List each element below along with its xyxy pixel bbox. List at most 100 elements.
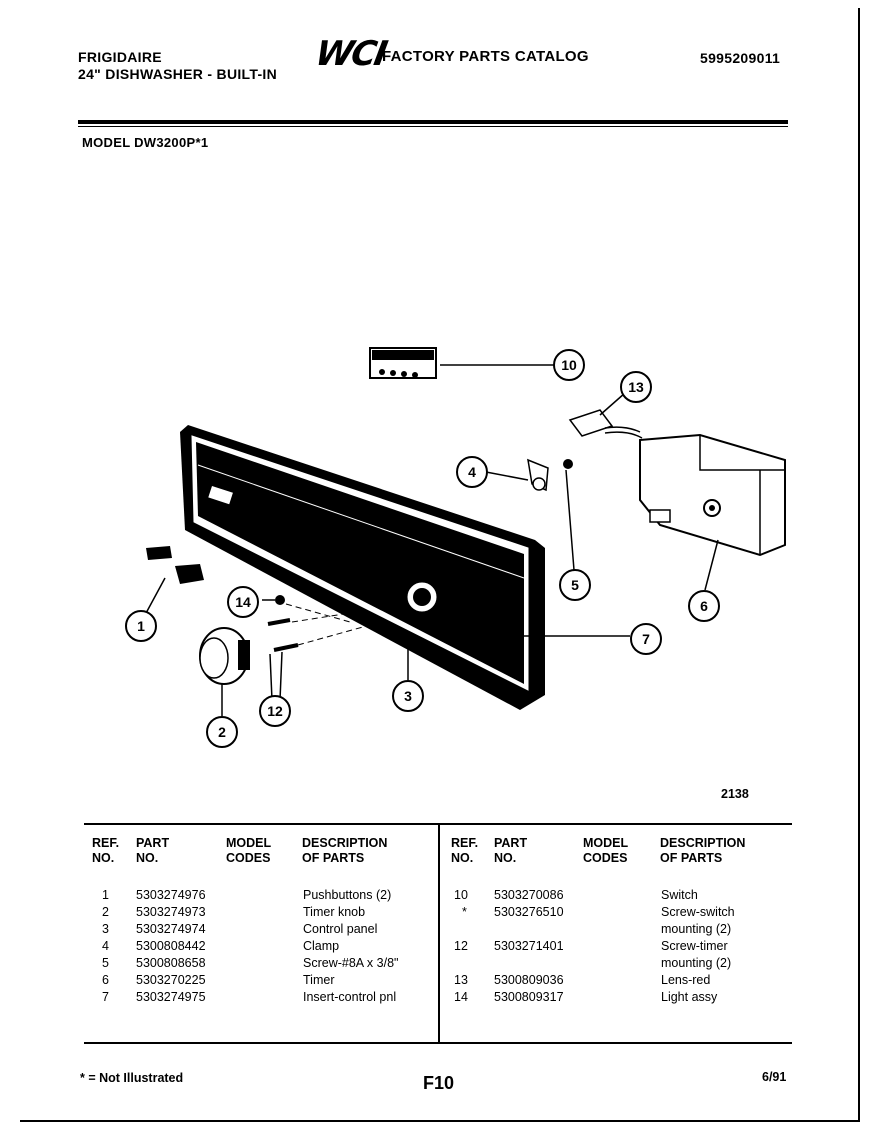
- part-no: 5303274975: [136, 990, 206, 1004]
- figure-number: 2138: [721, 787, 749, 801]
- col-header-ref-left: REF. NO.: [92, 836, 120, 865]
- screw-timer-part: [267, 609, 371, 701]
- col-header-ref-right: REF. NO.: [451, 836, 479, 865]
- callout-12: 12: [259, 695, 291, 727]
- ref-no: 1: [102, 888, 109, 902]
- right-table-rows: 10 5303270086 Switch * 5303276510 Screw-…: [440, 887, 790, 1006]
- part-no: 5303270086: [494, 888, 564, 902]
- description: Screw-timer: [661, 939, 728, 953]
- callout-4: 4: [456, 456, 488, 488]
- catalog-title: FACTORY PARTS CATALOG: [382, 48, 589, 65]
- pushbuttons-part: [144, 546, 204, 616]
- lens-part: [262, 595, 351, 623]
- header-rule-thin: [78, 126, 788, 127]
- table-row: 3 5303274974 Control panel: [84, 921, 434, 938]
- timer-knob-part: [199, 627, 250, 716]
- description: Lens-red: [661, 973, 711, 987]
- ref-no: 7: [102, 990, 109, 1004]
- part-no: 5303270225: [136, 973, 206, 987]
- revision-date: 6/91: [762, 1070, 787, 1084]
- part-no: 5300809317: [494, 990, 564, 1004]
- light-assembly-part: [568, 392, 643, 439]
- product-name: 24" DISHWASHER - BUILT-IN: [78, 66, 278, 82]
- description: Screw-#8A x 3/8": [303, 956, 399, 970]
- part-no: 5303274976: [136, 888, 206, 902]
- callout-5: 5: [559, 569, 591, 601]
- description: Control panel: [303, 922, 378, 936]
- switch-part: [369, 347, 554, 379]
- table-divider: [438, 825, 440, 1043]
- part-no: 5303271401: [494, 939, 564, 953]
- table-top-rule: [84, 823, 792, 825]
- description: mounting (2): [661, 922, 732, 936]
- timer-part: [639, 433, 786, 591]
- callout-6: 6: [688, 590, 720, 622]
- table-row: 10 5303270086 Switch: [440, 887, 790, 904]
- left-table-rows: 1 5303274976 Pushbuttons (2) 2 530327497…: [84, 887, 434, 1006]
- wci-logo: WCI: [312, 34, 389, 74]
- header-rule: [78, 120, 788, 124]
- callout-1: 1: [125, 610, 157, 642]
- brand-name: FRIGIDAIRE: [78, 49, 162, 65]
- col-header-part-left: PART NO.: [136, 836, 170, 865]
- description: Light assy: [661, 990, 718, 1004]
- col-header-codes-right: MODEL CODES: [583, 836, 629, 865]
- ref-no: 5: [102, 956, 109, 970]
- description: mounting (2): [661, 956, 732, 970]
- description: Timer knob: [303, 905, 366, 919]
- description: Insert-control pnl: [303, 990, 397, 1004]
- table-row: 6 5303270225 Timer: [84, 972, 434, 989]
- part-no: 5303274973: [136, 905, 206, 919]
- callout-10: 10: [553, 349, 585, 381]
- callout-7: 7: [630, 623, 662, 655]
- page-border-right: [858, 8, 860, 1122]
- part-no: 5300808658: [136, 956, 206, 970]
- description: Switch: [661, 888, 698, 902]
- page-number: F10: [423, 1073, 455, 1093]
- table-row: 13 5300809036 Lens-red: [440, 972, 790, 989]
- screw-part: [563, 459, 575, 571]
- table-bottom-rule: [84, 1042, 792, 1044]
- ref-no: 12: [454, 939, 468, 953]
- table-row: 14 5300809317 Light assy: [440, 989, 790, 1006]
- ref-no: *: [462, 905, 467, 919]
- callout-13: 14: [227, 586, 259, 618]
- callout-14: 13: [620, 371, 652, 403]
- exploded-parts-diagram: [144, 347, 786, 716]
- table-row: 1 5303274976 Pushbuttons (2): [84, 887, 434, 904]
- ref-no: 4: [102, 939, 109, 953]
- part-no: 5300809036: [494, 973, 564, 987]
- table-row: mounting (2): [440, 921, 790, 938]
- model-label: MODEL DW3200P*1: [82, 135, 209, 150]
- table-row: mounting (2): [440, 955, 790, 972]
- part-no: 5303276510: [494, 905, 564, 919]
- table-row: 2 5303274973 Timer knob: [84, 904, 434, 921]
- table-row: 4 5300808442 Clamp: [84, 938, 434, 955]
- col-header-desc-left: DESCRIPTION OF PARTS: [302, 836, 388, 865]
- col-header-codes-left: MODEL CODES: [226, 836, 272, 865]
- ref-no: 14: [454, 990, 468, 1004]
- description: Screw-switch: [661, 905, 735, 919]
- description: Clamp: [303, 939, 340, 953]
- control-panel-part: [180, 425, 630, 710]
- callout-3: 3: [392, 680, 424, 712]
- not-illustrated-note: * = Not Illustrated: [80, 1071, 184, 1085]
- ref-no: 6: [102, 973, 109, 987]
- col-header-part-right: PART NO.: [494, 836, 528, 865]
- ref-no: 13: [454, 973, 468, 987]
- description: Timer: [303, 973, 335, 987]
- clamp-part: [485, 458, 549, 492]
- table-row: 12 5303271401 Screw-timer: [440, 938, 790, 955]
- part-no: 5300808442: [136, 939, 206, 953]
- table-row: 7 5303274975 Insert-control pnl: [84, 989, 434, 1006]
- col-header-desc-right: DESCRIPTION OF PARTS: [660, 836, 746, 865]
- description: Pushbuttons (2): [303, 888, 392, 902]
- catalog-number: 5995209011: [700, 50, 781, 66]
- ref-no: 2: [102, 905, 109, 919]
- part-no: 5303274974: [136, 922, 206, 936]
- table-row: 5 5300808658 Screw-#8A x 3/8": [84, 955, 434, 972]
- page-border-bottom: [20, 1120, 860, 1122]
- ref-no: 3: [102, 922, 109, 936]
- ref-no: 10: [454, 888, 468, 902]
